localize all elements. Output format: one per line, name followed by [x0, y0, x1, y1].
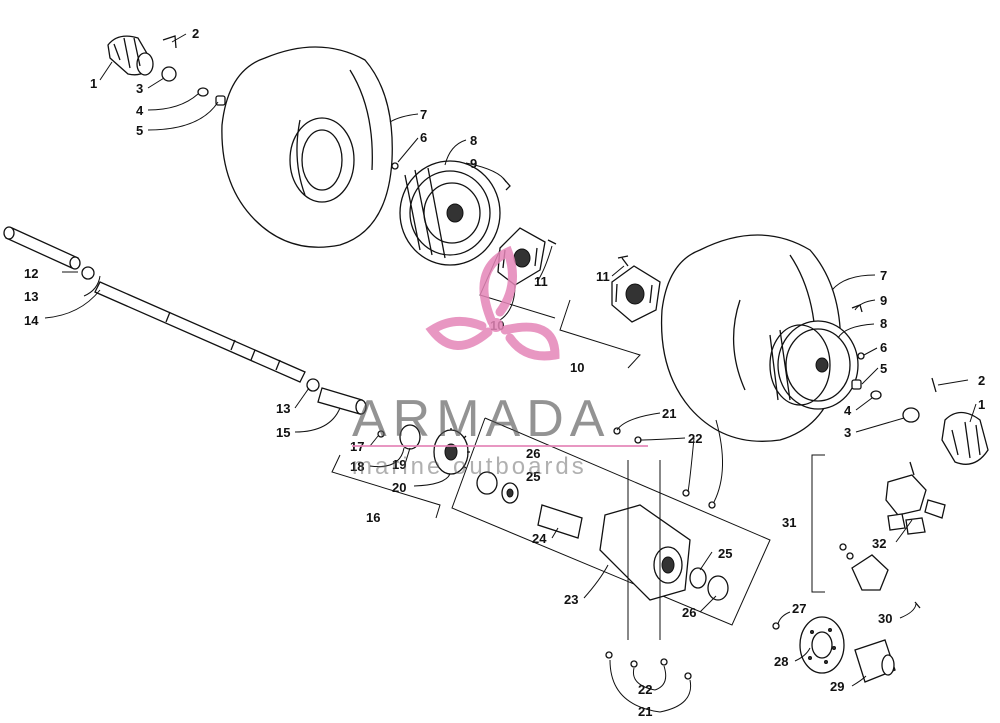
callout-14: 14 — [24, 313, 39, 328]
valve-stem-icon — [857, 352, 865, 360]
callout-1: 1 — [90, 76, 97, 91]
callout-8: 8 — [880, 316, 887, 331]
watermark-brand: ARMADA — [352, 390, 610, 448]
callout-2: 2 — [978, 373, 985, 388]
hub-bolt-icon — [547, 239, 557, 245]
washer-icon — [197, 87, 209, 97]
wheel-rim-icon — [769, 320, 859, 410]
callout-19: 19 — [392, 457, 406, 472]
castle-nut-icon — [902, 407, 920, 423]
bearing-icon — [689, 567, 707, 589]
callout-26: 26 — [682, 605, 696, 620]
callout-2: 2 — [192, 26, 199, 41]
callout-22: 22 — [638, 682, 652, 697]
bearing-icon — [476, 471, 498, 495]
callout-4: 4 — [136, 103, 144, 118]
callout-3: 3 — [844, 425, 851, 440]
cotter-pin-icon — [162, 35, 177, 49]
washer-icon — [81, 266, 95, 280]
lug-nut-icon — [851, 304, 863, 313]
sprocket-icon — [433, 428, 470, 475]
callout-15: 15 — [276, 425, 290, 440]
propeller-logo-icon — [425, 245, 560, 361]
callout-22: 22 — [688, 431, 702, 446]
callout-20: 20 — [392, 480, 406, 495]
callout-6: 6 — [420, 130, 427, 145]
brake-disc-group — [772, 616, 896, 683]
callout-28: 28 — [774, 654, 788, 669]
callout-5: 5 — [880, 361, 887, 376]
wheel-hub-right — [611, 255, 661, 323]
callout-23: 23 — [564, 592, 578, 607]
callout-1: 1 — [978, 397, 985, 412]
callout-24: 24 — [532, 531, 547, 546]
callout-21: 21 — [638, 704, 652, 719]
callout-4: 4 — [844, 403, 852, 418]
callout-21: 21 — [662, 406, 676, 421]
washer-icon — [306, 378, 320, 392]
callout-9: 9 — [470, 156, 477, 171]
callout-6: 6 — [880, 340, 887, 355]
callout-8: 8 — [470, 133, 477, 148]
brake-hub-icon — [854, 639, 896, 683]
callout-25: 25 — [718, 546, 732, 561]
callout-25: 25 — [526, 469, 540, 484]
spacer-tube-icon — [537, 504, 583, 539]
brake-caliper-group — [811, 454, 946, 609]
upper-left-tire-assembly — [107, 35, 511, 266]
upper-right-tire-assembly — [660, 234, 989, 465]
brake-caliper-icon — [885, 461, 946, 519]
callout-7: 7 — [880, 268, 887, 283]
callout-7: 7 — [420, 107, 427, 122]
valve-stem-icon — [391, 162, 399, 170]
callout-29: 29 — [830, 679, 844, 694]
brake-disc-icon — [799, 616, 845, 674]
spacer-icon — [851, 379, 862, 390]
callout-9: 9 — [880, 293, 887, 308]
caliper-bracket-icon — [851, 554, 889, 591]
axle-sleeve-icon — [5, 227, 79, 269]
leader-lines — [44, 33, 977, 713]
seal-icon — [707, 575, 729, 601]
callout-11: 11 — [596, 269, 610, 284]
brake-pad-icon — [887, 513, 926, 535]
axle-housing-icon — [599, 504, 691, 601]
hub-cap-icon — [107, 35, 154, 76]
callout-10: 10 — [570, 360, 584, 375]
spacer-icon — [215, 95, 226, 106]
axle-assembly — [3, 226, 367, 415]
callout-26: 26 — [526, 446, 540, 461]
callout-3: 3 — [136, 81, 143, 96]
callout-30: 30 — [878, 611, 892, 626]
tire-icon — [221, 46, 393, 248]
callout-labels: 1 2 3 4 5 7 6 8 9 11 11 10 10 12 13 14 7… — [24, 26, 985, 719]
callout-16: 16 — [366, 510, 380, 525]
callout-31: 31 — [782, 515, 796, 530]
callout-18: 18 — [350, 459, 364, 474]
callout-5: 5 — [136, 123, 143, 138]
bolt-icon — [377, 430, 385, 438]
washer-icon — [870, 390, 882, 400]
callout-32: 32 — [872, 536, 886, 551]
castle-nut-icon — [161, 66, 177, 82]
callout-13: 13 — [24, 289, 38, 304]
callout-27: 27 — [792, 601, 806, 616]
callout-13: 13 — [276, 401, 290, 416]
watermark-tagline: marine outboards — [352, 453, 587, 480]
axle-shaft-icon — [94, 281, 306, 383]
hub-bolt-icon — [617, 255, 629, 267]
cotter-pin-icon — [931, 377, 937, 393]
callout-12: 12 — [24, 266, 38, 281]
axle-housing-group — [451, 417, 771, 680]
wheel-rim-icon — [399, 160, 501, 266]
sprocket-group — [331, 424, 470, 519]
hub-cap-icon — [941, 411, 989, 465]
armada-watermark: ARMADA marine outboards — [352, 245, 648, 480]
callout-11: 11 — [534, 274, 548, 289]
